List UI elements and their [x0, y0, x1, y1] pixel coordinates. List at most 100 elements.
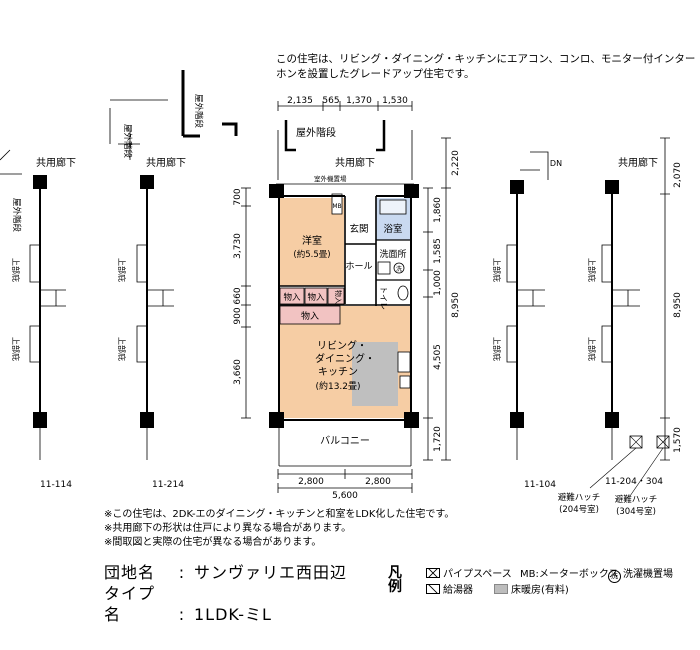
corridor-label: 共用廊下	[335, 156, 375, 169]
main-plan-dimension-lines	[241, 101, 451, 493]
water-heater-icon	[426, 584, 440, 594]
balcony-label: バルコニー	[320, 435, 370, 447]
pipe-space-icon	[426, 568, 440, 578]
closet-1-label: 物入	[283, 292, 301, 303]
floor-heating-icon	[494, 584, 508, 594]
toilet-bowl	[397, 285, 409, 301]
dim-bottom-total: 5,600	[332, 491, 358, 501]
closet-4-label: 物入	[301, 310, 319, 322]
washroom-label: 洗面所	[379, 248, 406, 260]
ldk-size: (約13.2畳)	[315, 380, 360, 392]
estate-info: 団地名:サンヴァリエ西田辺 タイプ名:1LDK-ミL	[104, 562, 347, 625]
bath-label: 浴室	[383, 223, 402, 235]
main-plan-vertical-dimension-labels: 700 3,730 660 900 3,660 1,860 1,585 1,00…	[233, 150, 461, 452]
dim-bottom-1: 2,800	[298, 477, 324, 487]
small-plan-11-204-304: 共用廊下 DN 上部庇 上部庇 11-204・304 2,070 8,950 1…	[520, 137, 683, 517]
hatch-304-room: (304号室)	[616, 506, 656, 517]
kitchen-sink	[399, 375, 411, 389]
estate-row: 団地名: サンヴァリエ西田辺	[104, 562, 347, 583]
small-plan-2-code: 11-214	[152, 480, 184, 490]
kitchen-area	[352, 342, 398, 406]
note-2: ※共用廊下の形状は住戸により異なる場合があります。	[104, 523, 352, 534]
estate-value: サンヴァリエ西田辺	[194, 563, 348, 582]
dim-right-5: 1,720	[433, 426, 443, 452]
small-plan-2-door-1: 上部庇	[117, 258, 127, 282]
dim-right-2: 1,585	[433, 238, 443, 264]
small-plan-4-door-2: 上部庇	[587, 337, 597, 361]
small-plan-1-door-1: 上部庇	[11, 258, 21, 282]
ldk-label-3: キッチン	[318, 366, 358, 378]
note-3: ※間取図と実際の住宅が異なる場合があります。	[104, 537, 322, 548]
small-plan-11-214: 共用廊下 屋外階段 上部庇 上部庇 11-214	[109, 99, 186, 490]
refrigerator-space	[397, 351, 411, 373]
legend-floor-heating: 床暖房(有料)	[494, 584, 569, 598]
washer-mark: 洗	[396, 265, 402, 273]
dim-left-1: 700	[233, 188, 243, 205]
washer-mark-circle	[393, 262, 405, 274]
small-plan-2-corridor: 共用廊下	[146, 156, 186, 169]
ldk-label-2: ダイニング・	[315, 352, 375, 365]
dim-left-2: 3,730	[233, 233, 243, 259]
small-plan-1-code: 11-114	[40, 480, 72, 490]
closet-2-label: 物入	[307, 292, 325, 303]
closet-3-label: 物入	[334, 290, 343, 304]
legend-water-heater-label: 給湯器	[443, 585, 473, 596]
western-room-size: (約5.5畳)	[293, 249, 330, 260]
top-stairs-label: 屋外階段	[193, 94, 204, 129]
dim-top-4: 1,530	[382, 96, 408, 106]
hatch-204-room: (204号室)	[559, 504, 599, 515]
western-room-label: 洋室	[302, 234, 322, 247]
ldk-label-1: リビング・	[317, 339, 367, 352]
legend-washer-label: 洗濯機置場	[623, 569, 673, 580]
small-plan-1-door-2: 上部庇	[11, 337, 21, 361]
main-plan-columns	[269, 184, 419, 428]
legend-floor-heating-label: 床暖房(有料)	[511, 585, 569, 596]
legend-meter-box: MB:メーターボックス	[520, 568, 619, 582]
closet-3	[327, 287, 345, 305]
dim-left-3: 660	[233, 287, 243, 304]
small-plan-4-door-1: 上部庇	[587, 258, 597, 282]
dim-bottom-2: 2,800	[365, 477, 391, 487]
mb-box	[331, 193, 343, 215]
legend-meter-box-abbr: MB:	[520, 569, 539, 580]
main-plan-room-labels: 屋外階段 共用廊下 室外機置場 MB 玄関 浴室 洋室 (約5.5畳) 洗面所 …	[283, 126, 406, 447]
dim-top-2: 565	[322, 96, 339, 106]
estate-separator: :	[178, 563, 186, 582]
small-plan-4-code: 11-204・304	[605, 477, 663, 487]
hatch-204-label: 避難ハッチ	[558, 492, 601, 503]
dim-left-4: 900	[233, 307, 243, 324]
dim-far-right-1: 2,070	[673, 162, 683, 188]
intro-text: この住宅は、リビング・ダイニング・キッチンにエアコン、コンロ、モニター付インター…	[276, 53, 696, 80]
main-plan-rooms	[279, 193, 410, 418]
toilet-label: トイレ	[379, 286, 388, 310]
estate-label: 団地名	[104, 563, 156, 582]
small-plan-4-stairs: DN	[550, 159, 562, 168]
small-plan-1-corridor: 共用廊下	[36, 156, 76, 169]
bathtub	[379, 199, 407, 215]
mb-label: MB	[332, 203, 341, 210]
small-plan-3-door-1: 上部庇	[492, 258, 502, 282]
small-plan-11-104: 上部庇 上部庇 11-104	[492, 151, 556, 490]
dim-right-4: 4,505	[433, 344, 443, 370]
type-row: タイプ名:1LDK-ミL	[104, 583, 347, 625]
dim-right-1: 1,860	[433, 197, 443, 223]
small-plan-11-114: 共用廊下 屋外階段 上部庇 上部庇 11-114	[0, 149, 76, 490]
entrance-label: 玄関	[349, 223, 368, 235]
dim-far-right-2: 8,950	[673, 292, 683, 318]
legend-title: 凡例	[388, 565, 402, 595]
hatch-304-label: 避難ハッチ	[615, 494, 658, 505]
main-plan-corridor	[276, 120, 414, 185]
type-label: タイプ名	[104, 584, 156, 624]
small-plan-3-door-2: 上部庇	[492, 337, 502, 361]
dim-outer-2: 8,950	[451, 292, 461, 318]
top-stairs: 屋外階段	[181, 70, 238, 138]
type-value: 1LDK-ミL	[194, 605, 272, 624]
small-plan-1-stairs: 屋外階段	[11, 198, 22, 233]
outdoor-stairs-label: 屋外階段	[296, 126, 336, 139]
small-plan-2-stairs: 屋外階段	[122, 124, 133, 159]
small-plan-4-corridor: 共用廊下	[618, 156, 658, 169]
dim-top-1: 2,135	[287, 96, 313, 106]
type-separator: :	[178, 605, 186, 624]
exterior-unit-label: 室外機置場	[314, 174, 347, 183]
